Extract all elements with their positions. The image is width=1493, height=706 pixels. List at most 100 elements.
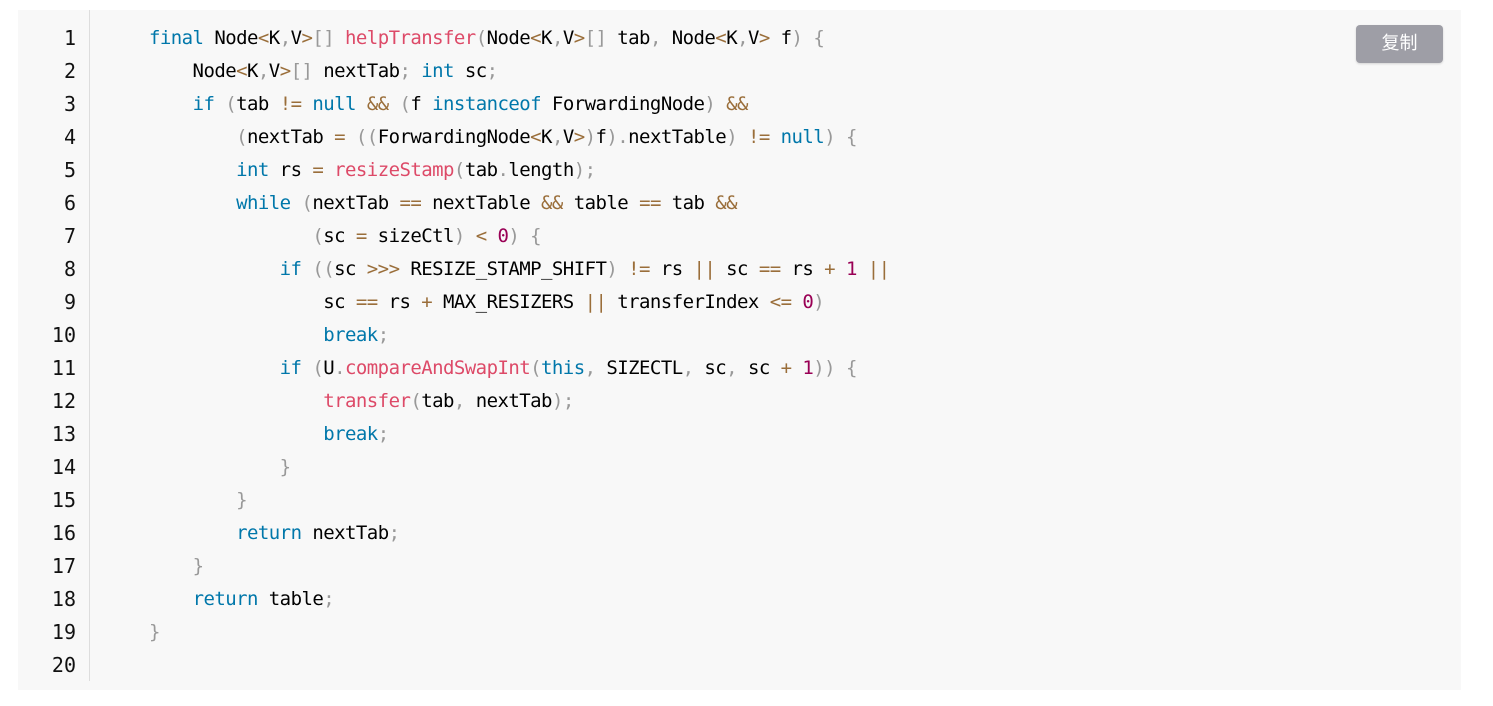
code-token: > bbox=[301, 27, 313, 49]
code-token: sc bbox=[323, 225, 356, 247]
code-token bbox=[214, 93, 225, 115]
line-number: 17 bbox=[51, 554, 76, 578]
code-token: < bbox=[257, 27, 269, 49]
code-token: , bbox=[737, 27, 748, 49]
code-token: . bbox=[334, 357, 346, 379]
code-token: sc bbox=[453, 60, 487, 82]
code-token bbox=[410, 60, 421, 82]
code-token: ; bbox=[377, 423, 389, 445]
code-token bbox=[149, 126, 236, 148]
code-token bbox=[802, 27, 813, 49]
code-token: ; bbox=[388, 522, 400, 544]
code-token: resizeStamp bbox=[334, 159, 454, 181]
code-token: <= bbox=[769, 291, 792, 313]
code-token: while bbox=[236, 192, 291, 214]
code-token: [] bbox=[290, 60, 313, 82]
code-token: , bbox=[551, 27, 563, 49]
code-token bbox=[149, 489, 236, 511]
code-token: ( bbox=[530, 357, 542, 379]
line-number: 7 bbox=[63, 224, 76, 248]
code-token bbox=[149, 588, 193, 610]
code-token: sc bbox=[149, 291, 356, 313]
code-line: Node<K,V>[] nextTab; int sc; bbox=[149, 55, 498, 88]
code-token: ( bbox=[312, 225, 324, 247]
code-token: ) bbox=[813, 291, 825, 313]
code-token bbox=[835, 126, 846, 148]
code-line: break; bbox=[149, 418, 389, 451]
copy-button[interactable]: 复制 bbox=[1356, 25, 1443, 63]
code-token: < bbox=[236, 60, 248, 82]
code-token: && bbox=[715, 192, 738, 214]
code-token: + bbox=[824, 258, 836, 280]
code-token: > bbox=[758, 27, 770, 49]
code-token: = bbox=[334, 126, 346, 148]
code-token bbox=[149, 324, 323, 346]
code-token: ( bbox=[312, 357, 324, 379]
code-token bbox=[149, 555, 193, 577]
code-token bbox=[301, 93, 312, 115]
code-token: . bbox=[617, 126, 629, 148]
code-token: sc bbox=[715, 258, 759, 280]
code-token bbox=[149, 93, 193, 115]
code-token: , bbox=[649, 27, 661, 49]
code-token: ; bbox=[584, 159, 596, 181]
code-token: table bbox=[562, 192, 640, 214]
code-token bbox=[389, 93, 400, 115]
code-token: rs bbox=[268, 159, 313, 181]
code-token: if bbox=[279, 357, 302, 379]
code-token: rs bbox=[377, 291, 422, 313]
code-token: . bbox=[497, 159, 509, 181]
code-token: f bbox=[769, 27, 792, 49]
code-token: && bbox=[726, 93, 748, 115]
code-token: K bbox=[268, 27, 280, 49]
code-token bbox=[301, 258, 312, 280]
code-token: tab bbox=[464, 159, 498, 181]
code-token: + bbox=[421, 291, 433, 313]
code-token: = bbox=[312, 159, 324, 181]
code-token: MAX_RESIZERS bbox=[432, 291, 585, 313]
code-token: || bbox=[693, 258, 716, 280]
code-token: Node bbox=[660, 27, 716, 49]
code-token: ForwardingNode bbox=[541, 93, 705, 115]
code-line: } bbox=[149, 484, 247, 517]
code-token: } bbox=[236, 489, 248, 511]
code-token: K bbox=[541, 27, 552, 49]
code-token bbox=[857, 258, 868, 280]
code-token: compareAndSwapInt bbox=[345, 357, 531, 379]
code-token: , bbox=[257, 60, 269, 82]
code-token: < bbox=[715, 27, 727, 49]
code-token: < bbox=[530, 126, 542, 148]
code-token: ) bbox=[453, 225, 465, 247]
code-token: , bbox=[279, 27, 291, 49]
code-token: { bbox=[813, 27, 825, 49]
code-token bbox=[323, 159, 334, 181]
code-token: >>> bbox=[366, 258, 400, 280]
code-token: != bbox=[747, 126, 770, 148]
code-line: sc == rs + MAX_RESIZERS || transferIndex… bbox=[149, 286, 824, 319]
code-token: == bbox=[355, 291, 378, 313]
code-line: (sc = sizeCtl) < 0) { bbox=[149, 220, 541, 253]
code-token bbox=[356, 93, 367, 115]
code-token: return bbox=[236, 522, 302, 544]
line-number: 16 bbox=[51, 521, 76, 545]
code-token: > bbox=[279, 60, 291, 82]
code-token: SIZECTL bbox=[595, 357, 683, 379]
code-token: table bbox=[257, 588, 324, 610]
code-token: } bbox=[149, 621, 160, 643]
code-line: final Node<K,V>[] helpTransfer(Node<K,V>… bbox=[149, 22, 825, 55]
line-number: 10 bbox=[51, 323, 76, 347]
code-token bbox=[519, 225, 530, 247]
code-token: break bbox=[323, 324, 378, 346]
line-number: 9 bbox=[63, 290, 76, 314]
code-token: V bbox=[268, 60, 280, 82]
code-token bbox=[334, 27, 345, 49]
code-token: sc bbox=[737, 357, 781, 379]
code-token: V bbox=[747, 27, 759, 49]
code-token: ) bbox=[606, 258, 618, 280]
code-token: ) bbox=[824, 126, 836, 148]
code-token: < bbox=[475, 225, 487, 247]
code-token: transfer bbox=[323, 390, 411, 412]
line-number: 18 bbox=[51, 587, 76, 611]
code-token: ) bbox=[726, 126, 738, 148]
code-token: nextTab bbox=[247, 126, 335, 148]
